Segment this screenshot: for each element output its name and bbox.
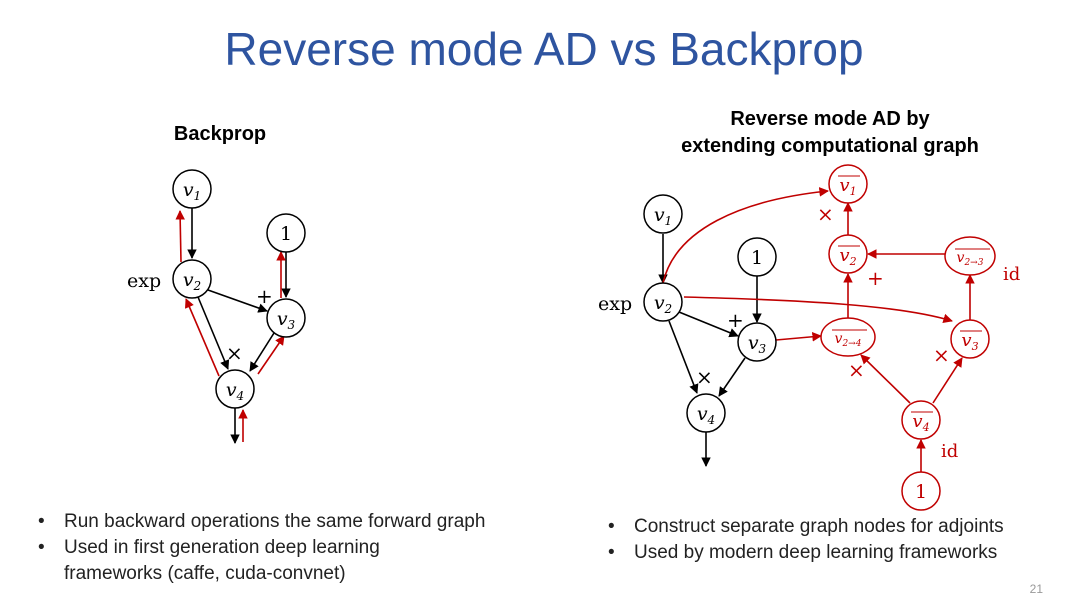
reverse-ad-heading-line2: extending computational graph — [681, 135, 979, 157]
svg-text:v2: v2 — [654, 292, 672, 316]
svg-text:1: 1 — [751, 247, 763, 269]
node-v2: v2 — [643, 282, 683, 322]
adj-edge-v2-to-v3bar — [683, 296, 953, 324]
backprop-heading: Backprop — [173, 123, 267, 145]
adjoint-node-v3bar: v3 — [950, 319, 990, 359]
backprop-bullets: Run backward operations the same forward… — [38, 509, 558, 587]
op-exp-label: exp — [127, 270, 161, 292]
edge-v2-v3 — [678, 311, 739, 338]
list-item: Used by modern deep learning frameworks — [608, 540, 1068, 566]
adj-edge-v2-to-v1bar — [662, 187, 829, 284]
edge-v3-v4 — [718, 357, 746, 397]
page-number: 21 — [1029, 582, 1043, 596]
svg-text:v3: v3 — [277, 308, 296, 332]
edge-v2-v3 — [207, 289, 268, 313]
svg-text:v3: v3 — [961, 330, 978, 353]
list-item: Used in first generation deep learning f… — [38, 535, 424, 587]
node-v1: v1 — [643, 194, 683, 234]
edge-v3-v4 — [249, 332, 275, 372]
adjoint-node-v2bar: v2 — [828, 234, 868, 274]
op-times-label: × — [226, 341, 243, 365]
svg-text:v2→3: v2→3 — [957, 250, 984, 268]
svg-text:v4: v4 — [912, 411, 929, 434]
svg-text:v4: v4 — [226, 379, 244, 403]
node-v3: v3 — [737, 322, 777, 362]
svg-text:v1: v1 — [654, 204, 672, 228]
node-v1: v1 — [172, 169, 212, 209]
reverse-ad-heading: Reverse mode AD by extending computation… — [620, 106, 1040, 160]
svg-text:v3: v3 — [748, 332, 767, 356]
list-item: Run backward operations the same forward… — [38, 509, 558, 535]
node-v3: v3 — [266, 298, 306, 338]
svg-text:v2: v2 — [839, 245, 856, 268]
svg-text:v4: v4 — [697, 403, 715, 427]
node-one: 1 — [737, 237, 777, 277]
node-v4: v4 — [215, 369, 255, 409]
reverse-ad-heading-line1: Reverse mode AD by — [730, 108, 930, 130]
adj-edge-v3-to-v24bar — [775, 331, 822, 342]
svg-text:v2: v2 — [183, 269, 201, 293]
list-item: Construct separate graph nodes for adjoi… — [608, 514, 1068, 540]
op-times-v3bar-label: × — [933, 343, 950, 367]
op-plus-v2bar-label: + — [867, 266, 884, 290]
op-plus-label: + — [256, 284, 273, 308]
slide-title: Reverse mode AD vs Backprop — [224, 23, 864, 75]
back-edge-v2-v1 — [175, 210, 185, 263]
reverse-ad-graph: v1 1 v2 v3 v4 v1 v2 — [598, 164, 1020, 511]
svg-text:v1: v1 — [183, 179, 201, 203]
back-edge-v4-v3 — [257, 335, 285, 375]
op-times-v1bar-label: × — [817, 202, 834, 226]
svg-text:v1: v1 — [839, 175, 856, 198]
adjoint-node-v4bar: v4 — [901, 400, 941, 440]
adj-edge-v4bar-to-v3bar — [932, 357, 963, 404]
op-exp-label: exp — [598, 293, 632, 315]
adjoint-node-v2to4bar: v2→4 — [820, 317, 876, 357]
op-id-v4bar-label: id — [941, 441, 958, 462]
op-id-v23bar-label: id — [1003, 264, 1020, 285]
op-times-v24bar-label: × — [848, 358, 865, 382]
svg-text:1: 1 — [280, 223, 292, 245]
edge-v2-v4 — [668, 320, 699, 394]
node-one: 1 — [266, 213, 306, 253]
edge-v2-v4 — [197, 296, 230, 370]
op-plus-fwd-label: + — [727, 308, 744, 332]
adjoint-node-v2to3bar: v2→3 — [944, 236, 996, 276]
adjoint-node-one: 1 — [901, 471, 941, 511]
backprop-graph: v1 1 v2 v3 v4 exp + × — [127, 169, 306, 444]
svg-text:v2→4: v2→4 — [835, 331, 862, 349]
op-times-fwd-label: × — [696, 365, 713, 389]
node-v4: v4 — [686, 393, 726, 433]
adj-edge-v4bar-to-v24bar — [860, 354, 911, 404]
reverse-ad-bullets: Construct separate graph nodes for adjoi… — [608, 514, 1068, 566]
adjoint-node-v1bar: v1 — [828, 164, 868, 204]
node-v2: v2 — [172, 259, 212, 299]
back-edge-v4-v2 — [184, 298, 220, 377]
svg-text:1: 1 — [915, 481, 927, 503]
